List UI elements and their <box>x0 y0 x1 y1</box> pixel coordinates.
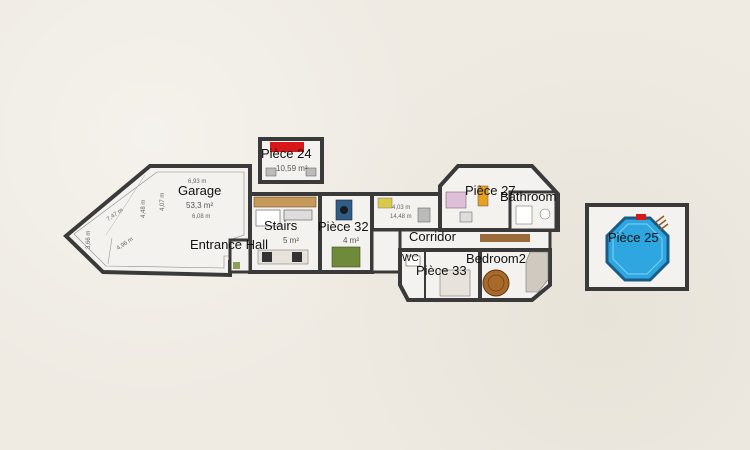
room-label-garage: Garage <box>178 183 222 198</box>
room-area-garage: 53,3 m² <box>186 201 214 210</box>
garage-room <box>63 164 252 278</box>
dim-piece32-1: 4,03 m <box>392 205 411 211</box>
dim-garage-side: 4,48 m <box>141 199 147 218</box>
room-area-piece32: 4 m² <box>343 236 359 245</box>
dim-garage-inner: 6,08 m <box>192 214 211 220</box>
room-label-bathroom: Bathroom <box>500 189 557 204</box>
room-area-piece24: 10,59 m² <box>276 164 308 173</box>
dim-piece32-2: 14,48 m <box>390 214 412 220</box>
room-label-piece25: Pièce 25 <box>608 230 659 245</box>
room-label-corridor: Corridor <box>409 229 456 244</box>
dim-garage-right: 4,07 m <box>160 192 166 211</box>
room-label-piece33: Pièce 33 <box>416 263 467 278</box>
room-area-stairs: 5 m² <box>283 236 299 245</box>
room-label-piece32: Pièce 32 <box>318 219 369 234</box>
room-label-wc: WC <box>402 253 419 264</box>
bedroom2-room <box>478 248 552 302</box>
room-label-entrance-hall: Entrance Hall <box>190 237 269 252</box>
room-label-stairs: Stairs <box>264 218 298 233</box>
room-label-piece27: Pièce 27 <box>465 183 516 198</box>
dim-garage-left: 3,66 m <box>86 230 92 249</box>
bathroom-room <box>508 190 558 232</box>
piece33-room <box>398 248 482 302</box>
piece25-room <box>585 203 689 291</box>
room-label-piece24: Pièce 24 <box>261 146 312 161</box>
entrance-hall <box>228 238 252 274</box>
dim-garage-top: 6,93 m <box>188 179 207 185</box>
piece32-room <box>318 192 374 274</box>
room-label-bedroom2: Bedroom2 <box>466 251 526 266</box>
piece24-room <box>258 137 324 184</box>
